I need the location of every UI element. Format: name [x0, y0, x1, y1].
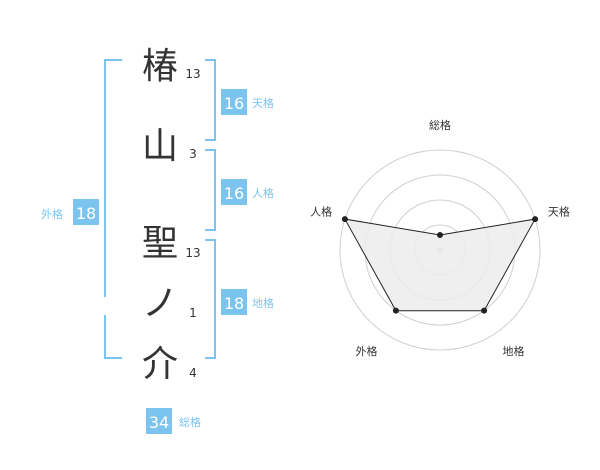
- name-char: ノ: [142, 283, 178, 324]
- gaikaku-badge: [73, 199, 99, 225]
- radar-ring: [339, 149, 541, 351]
- jinkaku-bracket: [205, 149, 216, 231]
- stroke-count: 3: [189, 147, 197, 161]
- name-char: 聖: [142, 223, 178, 264]
- radar-point-1: [532, 216, 539, 223]
- tenkaku-label: 天格: [252, 96, 274, 110]
- radar-point-2: [481, 307, 488, 314]
- soukaku-value: 34: [149, 413, 169, 432]
- jinkaku-label: 人格: [252, 186, 274, 200]
- radar-points: [341, 216, 539, 314]
- name-char: 椿: [142, 46, 178, 87]
- stroke-count: 13: [185, 246, 200, 260]
- chikaku-badge: [221, 289, 247, 315]
- radar-axis-label: 人格: [310, 204, 332, 218]
- gaikaku-label: 外格: [41, 207, 63, 221]
- tenkaku-value: 16: [224, 94, 244, 113]
- jinkaku-value: 16: [224, 184, 244, 203]
- stroke-count: 1: [189, 306, 197, 320]
- radar-axis-label: 外格: [356, 344, 378, 358]
- jinkaku-badge: [221, 179, 247, 205]
- radar-point-4: [341, 216, 348, 223]
- soukaku-badge: [146, 408, 172, 434]
- radar-area: [343, 218, 537, 312]
- radar-point-0: [437, 232, 443, 238]
- tenkaku-badge: [221, 89, 247, 115]
- outer-bracket: [104, 59, 122, 359]
- name-char: 介: [142, 344, 178, 385]
- radar-axis-label: 天格: [548, 204, 570, 218]
- soukaku-label: 総格: [179, 415, 201, 429]
- chikaku-bracket: [205, 239, 216, 359]
- radar-axis-label: 地格: [503, 344, 525, 358]
- radar-axis-label: 総格: [429, 118, 451, 132]
- chikaku-value: 18: [224, 294, 244, 313]
- stroke-count: 4: [189, 366, 197, 380]
- chikaku-label: 地格: [252, 296, 274, 310]
- gaikaku-value: 18: [76, 204, 96, 223]
- tenkaku-bracket: [205, 59, 216, 141]
- radar-point-3: [392, 307, 399, 314]
- name-char: 山: [142, 126, 178, 167]
- stroke-count: 13: [185, 67, 200, 81]
